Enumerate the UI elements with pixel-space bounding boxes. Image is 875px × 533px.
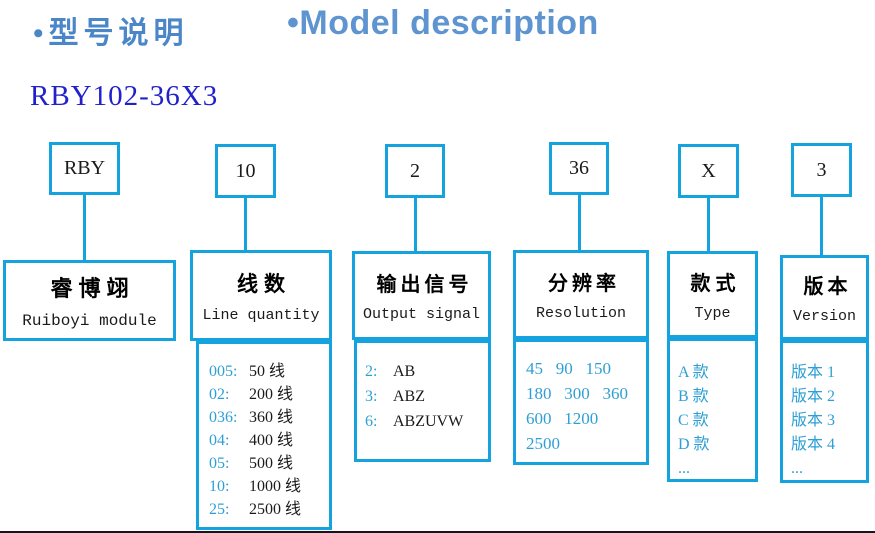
list-item: 036: 360 线 [209,406,325,429]
list-item: 25: 2500 线 [209,498,325,521]
header-box-manufacturer: 睿博翊 Ruiboyi module [3,260,176,341]
item-value: 500 线 [249,455,294,472]
item-key: 10: [209,478,230,495]
item-key: 6: [365,413,378,430]
header-en: Type [694,305,731,322]
list-item: 2: AB [365,359,484,384]
list-item: 6: ABZUVW [365,409,484,434]
header-zh: 输出信号 [376,274,473,296]
connector-line [83,195,86,260]
item-value: 360 线 [249,409,294,426]
connector-line [244,198,247,250]
item-key: 04: [209,432,230,449]
list-item: 02: 200 线 [209,383,325,406]
connector-line [578,195,581,250]
header-zh: 版本 [803,276,852,298]
model-code: RBY102-36X3 [30,80,219,112]
header-box-type: 款式 Type [667,251,758,338]
item-key: 036: [209,409,238,426]
header-en: Resolution [535,305,626,322]
code-box-prefix: RBY [49,142,120,195]
item-value: 2500 线 [249,501,302,518]
list-item: ... [791,460,803,477]
item-key: 2: [365,363,378,380]
option-list-resolution: 45 90 150 180 300 360 600 1200 2500 [513,339,649,465]
header-en: Version [792,308,856,325]
option-list-output-signal: 2: AB 3: ABZ 6: ABZUVW [354,340,491,462]
header-en: Ruiboyi module [22,312,157,330]
list-item: 600 1200 [526,409,599,428]
code-box-output-signal: 2 [385,144,445,198]
header-en: Line quantity [202,306,320,324]
item-key: 05: [209,455,230,472]
list-item: 版本 1 [791,364,836,381]
item-value: AB [393,363,416,380]
list-item: ... [678,460,690,477]
header-box-version: 版本 Version [780,255,869,340]
item-key: 005: [209,363,238,380]
connector-line [820,197,823,255]
header-box-line-quantity: 线数 Line quantity [190,250,332,341]
list-item: A 款 [678,364,709,381]
code-box-type: X [678,144,739,198]
connector-line [414,198,417,251]
item-key: 3: [365,388,378,405]
list-item: D 款 [678,436,710,453]
header-zh: 款式 [690,273,741,295]
list-item: 05: 500 线 [209,452,325,475]
item-key: 02: [209,386,230,403]
list-item: B 款 [678,388,709,405]
item-value: ABZUVW [393,413,464,430]
item-value: 400 线 [249,432,294,449]
list-item: 04: 400 线 [209,429,325,452]
header-zh: 睿博翊 [50,276,135,301]
code-box-line-quantity: 10 [215,144,276,198]
connector-line [707,198,710,251]
header-box-output-signal: 输出信号 Output signal [352,251,491,340]
list-item: 180 300 360 [526,384,628,403]
header-en: Output signal [362,306,481,323]
page-title-zh: •型号说明 [33,17,189,50]
list-item: 版本 2 [791,388,836,405]
item-key: 25: [209,501,230,518]
list-item: 45 90 150 [526,359,611,378]
header-box-resolution: 分辨率 Resolution [513,250,649,339]
option-list-version: 版本 1 版本 2 版本 3 版本 4 ... [780,340,869,483]
item-value: 200 线 [249,386,294,403]
page-bottom-rule [0,531,875,533]
list-item: C 款 [678,412,709,429]
page-title-en: •Model description [287,4,599,42]
list-item: 005: 50 线 [209,360,325,383]
option-list-line-quantity: 005: 50 线 02: 200 线 036: 360 线 04: 400 线 05:… [196,341,332,530]
list-item: 版本 4 [791,436,836,453]
list-item: 10: 1000 线 [209,475,325,498]
list-item: 3: ABZ [365,384,484,409]
code-box-version: 3 [791,143,852,197]
code-box-resolution: 36 [549,142,609,195]
header-zh: 分辨率 [548,273,620,295]
item-value: 1000 线 [249,478,302,495]
item-value: ABZ [393,388,425,405]
list-item: 版本 3 [791,412,836,429]
item-value: 50 线 [249,363,286,380]
header-zh: 线数 [237,271,291,296]
option-list-type: A 款 B 款 C 款 D 款 ... [667,338,758,482]
list-item: 2500 [526,434,560,453]
